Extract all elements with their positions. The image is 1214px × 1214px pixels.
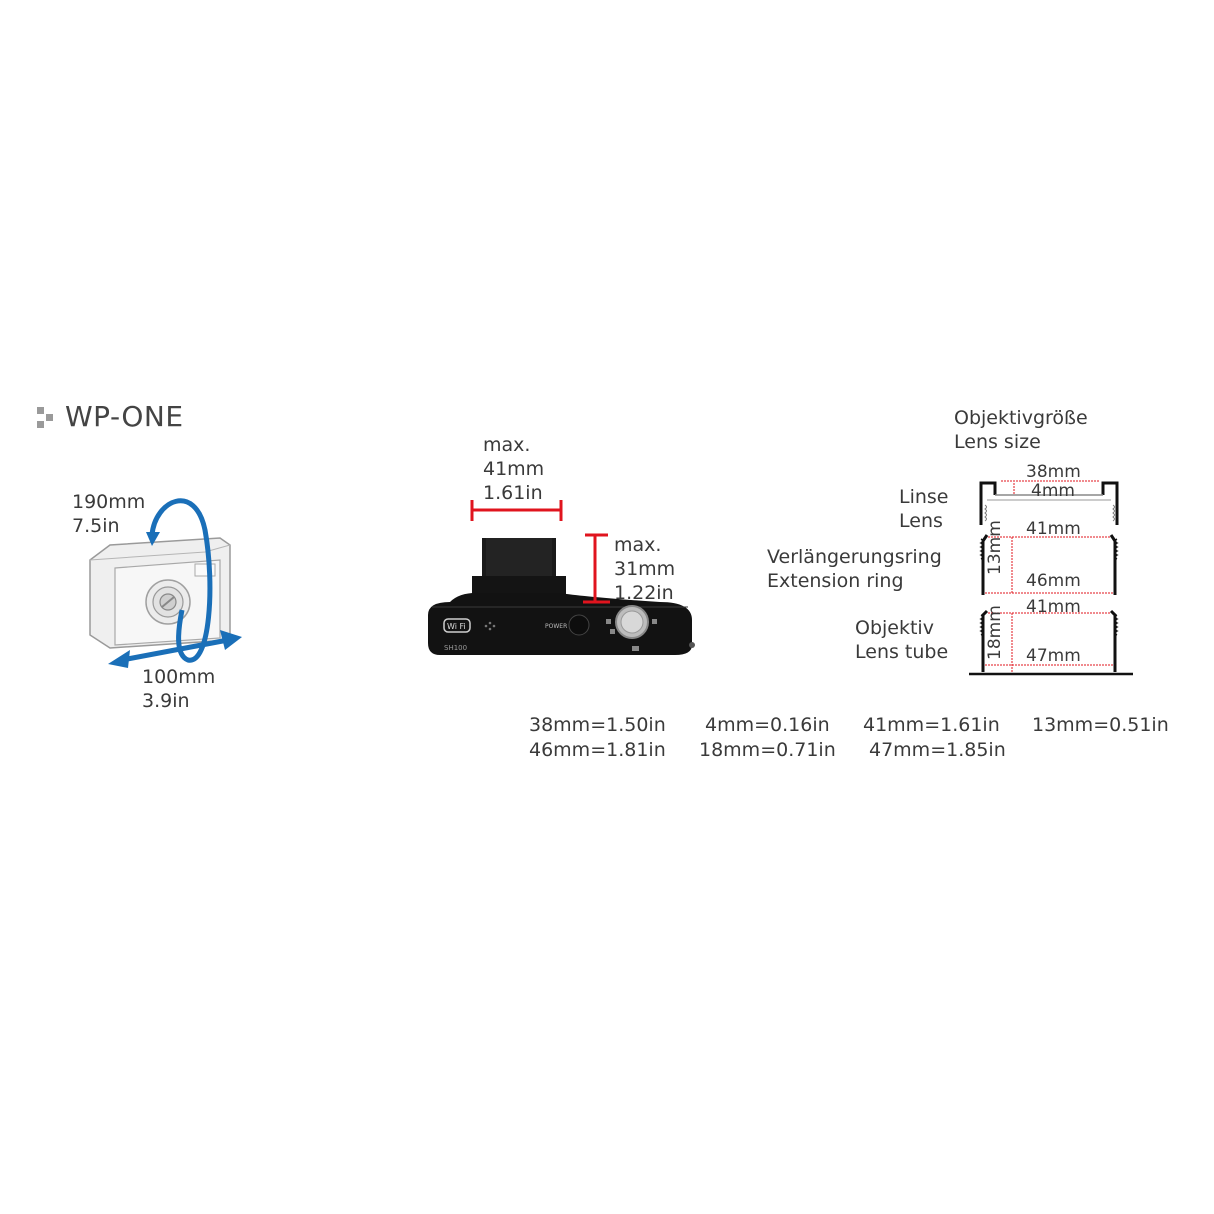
conversion-row-2: 46mm=1.81in 18mm=0.71in 47mm=1.85in [529, 738, 1006, 763]
extension-dim-46mm: 46mm [1026, 571, 1081, 591]
lens-dim-4mm: 4mm [1031, 481, 1075, 501]
extension-ring-label-de: Verlängerungsring [767, 546, 942, 568]
lens-size-heading-de: Objektivgröße [954, 407, 1088, 429]
svg-text:SH100: SH100 [444, 644, 467, 652]
circumference-in: 7.5in [72, 515, 120, 537]
lens-height-in: 1.22in [614, 582, 674, 604]
conversion-4mm: 4mm=0.16in [705, 714, 830, 736]
tube-dim-47mm: 47mm [1026, 646, 1081, 666]
conversion-46mm: 46mm=1.81in [529, 739, 666, 761]
circumference-mm: 190mm [72, 491, 146, 513]
lens-width-label: max. [483, 434, 531, 456]
product-title: WP-ONE [65, 400, 184, 433]
title-bullet-icon [37, 407, 57, 429]
lens-size-heading-en: Lens size [954, 431, 1041, 453]
tube-dim-18mm: 18mm [985, 605, 1005, 660]
lens-parts-diagram [969, 480, 1133, 676]
lens-height-label: max. [614, 534, 662, 556]
lens-tube-label-de: Objektiv [855, 617, 934, 639]
housing-camera-illustration [89, 498, 242, 668]
extension-ring-label-en: Extension ring [767, 570, 904, 592]
lens-tube-label-en: Lens tube [855, 641, 949, 663]
lens-label-en: Lens [899, 510, 943, 532]
conversion-41mm: 41mm=1.61in [863, 714, 1000, 736]
conversion-47mm: 47mm=1.85in [869, 739, 1006, 761]
wifi-label: Wi Fi [447, 622, 466, 631]
extension-dim-13mm: 13mm [985, 520, 1005, 575]
conversion-13mm: 13mm=0.51in [1032, 714, 1169, 736]
tube-dim-41mm: 41mm [1026, 597, 1081, 617]
conversion-row-1: 38mm=1.50in 4mm=0.16in 41mm=1.61in 13mm=0.5… [529, 713, 1169, 738]
conversion-38mm: 38mm=1.50in [529, 714, 666, 736]
lens-label-de: Linse [899, 486, 949, 508]
width-in: 3.9in [142, 690, 190, 712]
lens-width-mm: 41mm [483, 458, 545, 480]
extension-dim-41mm: 41mm [1026, 519, 1081, 539]
svg-text:POWER: POWER [545, 623, 567, 630]
lens-height-mm: 31mm [614, 558, 676, 580]
width-mm: 100mm [142, 666, 216, 688]
camera-top-view: Wi Fi POWER SH100 [428, 500, 695, 655]
lens-dim-38mm: 38mm [1026, 462, 1081, 482]
lens-width-in: 1.61in [483, 482, 543, 504]
conversion-18mm: 18mm=0.71in [699, 739, 836, 761]
